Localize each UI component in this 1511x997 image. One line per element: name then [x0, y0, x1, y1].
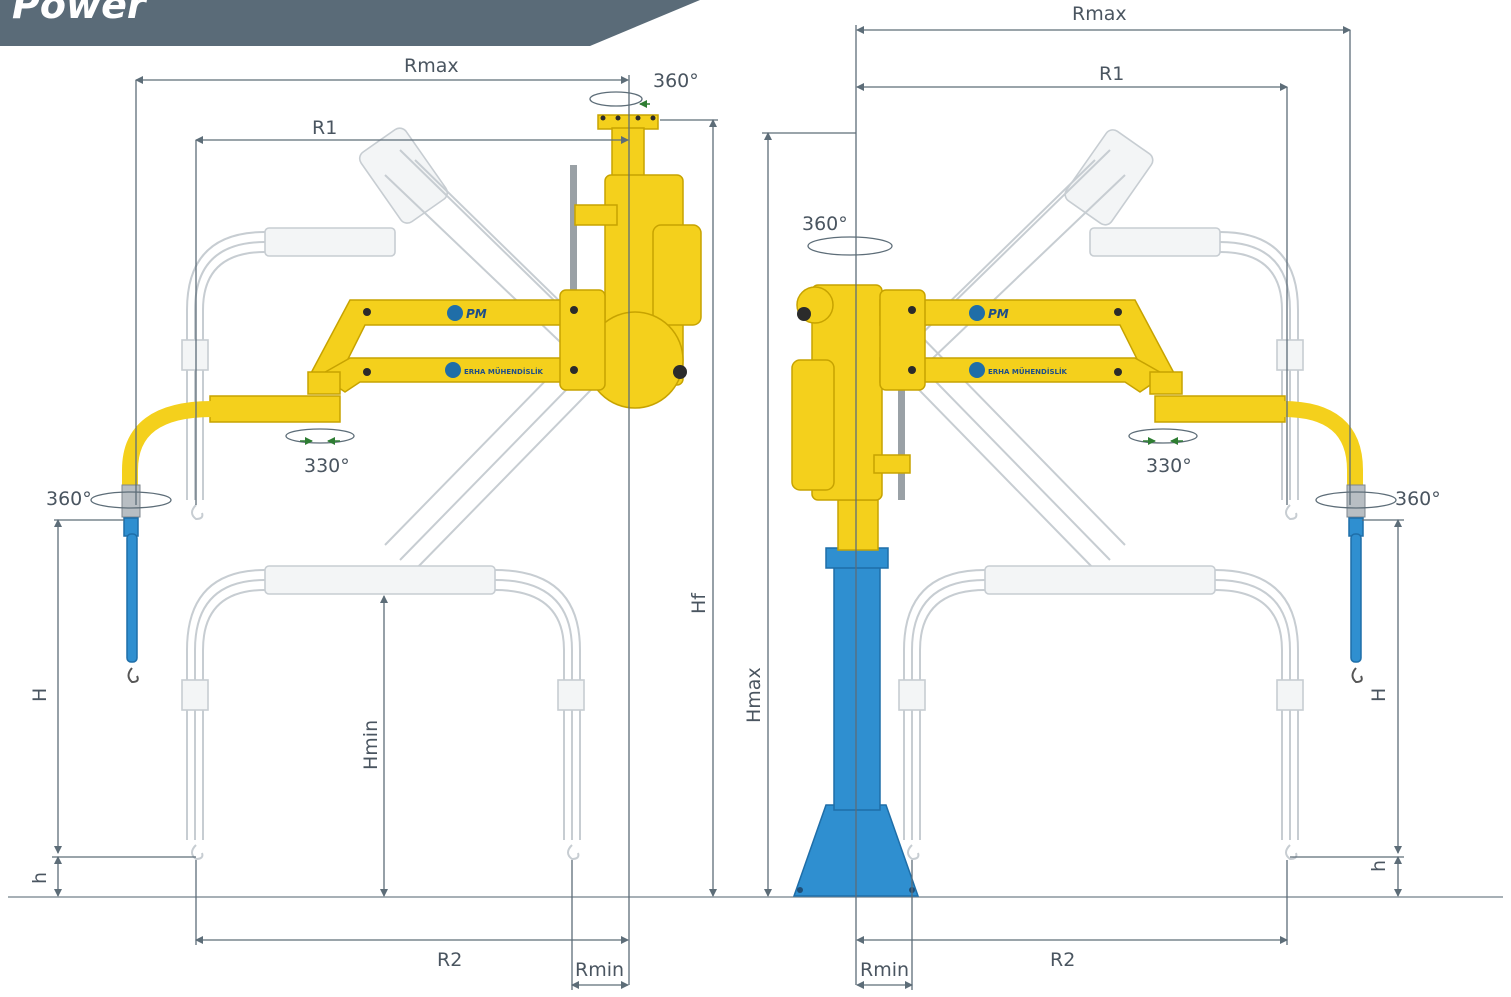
svg-text:ERHA MÜHENDİSLİK: ERHA MÜHENDİSLİK: [988, 367, 1068, 376]
right-logo-pm: PM: [969, 305, 1009, 321]
right-cylinder: [791, 359, 835, 491]
right-rotation-tool-icon: [1315, 491, 1397, 509]
left-yellow-arms: PM ERHA MÜHENDİSLİK: [122, 289, 606, 485]
left-r2-label: R2: [437, 949, 462, 971]
left-rmax-label: Rmax: [404, 55, 459, 77]
left-yellow-column: [570, 114, 702, 409]
left-top-flange: [597, 114, 659, 130]
left-rot-top-label: 360°: [653, 70, 699, 92]
left-logo-erha: ERHA MÜHENDİSLİK: [445, 362, 544, 378]
banner-shape: [0, 0, 700, 46]
right-h-lower-label: h: [1368, 860, 1390, 872]
right-h-upper-label: H: [1368, 688, 1390, 702]
right-rotation-top-icon: [807, 236, 893, 256]
right-rmin-label: Rmin: [860, 959, 909, 981]
right-r2-label: R2: [1050, 949, 1075, 971]
left-rmin-label: Rmin: [575, 959, 624, 981]
svg-text:PM: PM: [466, 307, 487, 321]
right-r1-label: R1: [1099, 63, 1124, 85]
right-dimensions: [762, 25, 1404, 990]
left-ghost-arms: [181, 127, 626, 861]
left-cylinder: [652, 224, 702, 326]
left-rot-tool-label: 360°: [46, 488, 92, 510]
right-tool-handle: [1346, 484, 1366, 684]
left-manipulator: PM ERHA MÜHENDİSLİK: [29, 55, 718, 990]
right-rot-mid-label: 330°: [1146, 455, 1192, 477]
right-manipulator: PM ERHA MÜHENDİSLİK: [743, 3, 1441, 990]
svg-text:ERHA MÜHENDİSLİK: ERHA MÜHENDİSLİK: [464, 367, 544, 376]
right-rmax-label: Rmax: [1072, 3, 1127, 25]
left-dimensions: [52, 75, 718, 990]
left-rotation-top-icon: [589, 91, 643, 107]
svg-text:PM: PM: [988, 307, 1009, 321]
right-rotation-mid-icon: [1128, 428, 1198, 444]
banner-text: Power: [12, 0, 148, 27]
left-rotation-mid-icon: [285, 428, 355, 444]
right-rot-top-label: 360°: [802, 213, 848, 235]
left-tool-handle: [121, 484, 141, 684]
right-yellow-column: [791, 284, 911, 551]
left-rot-mid-label: 330°: [304, 455, 350, 477]
title-banner: Power: [0, 0, 700, 46]
right-hmax-label: Hmax: [743, 667, 765, 723]
right-logo-erha: ERHA MÜHENDİSLİK: [969, 362, 1068, 378]
right-rot-tool-label: 360°: [1395, 488, 1441, 510]
left-rotation-tool-icon: [90, 491, 172, 509]
right-yellow-arms: PM ERHA MÜHENDİSLİK: [879, 289, 1363, 485]
left-hf-label: Hf: [688, 592, 710, 614]
left-hmin-label: Hmin: [360, 720, 382, 770]
left-h-lower-label: h: [29, 872, 51, 884]
left-h-upper-label: H: [29, 688, 51, 702]
left-r1-label: R1: [312, 117, 337, 139]
right-ghost-arms: [884, 129, 1304, 861]
left-logo-pm: PM: [447, 305, 487, 321]
